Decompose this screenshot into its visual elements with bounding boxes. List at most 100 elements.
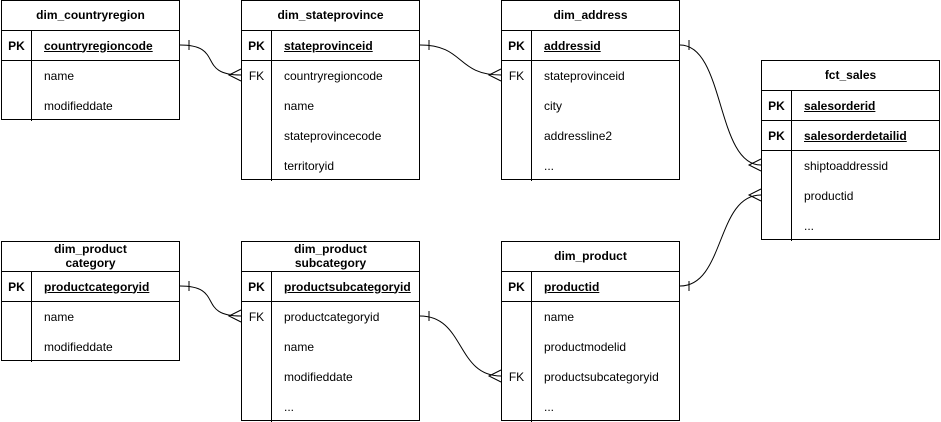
table-title: dim_countryregion (2, 1, 179, 31)
key-label (762, 211, 792, 241)
field-name: productid (544, 279, 600, 294)
table-row: ... (242, 392, 419, 422)
field-name: productid (804, 189, 854, 203)
key-label: PK (762, 91, 792, 120)
field-name: territoryid (284, 159, 335, 173)
table-row: PK productcategoryid (2, 272, 179, 302)
table-row: PK stateprovinceid (242, 31, 419, 61)
field-name: ... (284, 400, 295, 414)
key-label (502, 332, 532, 362)
key-label: PK (2, 272, 32, 301)
table-row: territoryid (242, 151, 419, 181)
field-name: productmodelid (544, 340, 627, 354)
entity-fct-sales[interactable]: fct_sales PK salesorderid PK salesorderd… (761, 60, 940, 241)
table-row: ... (502, 392, 679, 422)
table-row: FK productcategoryid (242, 302, 419, 332)
table-row: addressline2 (502, 121, 679, 151)
field-name: shiptoaddressid (804, 159, 889, 173)
table-row: modifieddate (2, 91, 179, 121)
table-row: PK productsubcategoryid (242, 272, 419, 302)
field-name: productsubcategoryid (284, 279, 411, 294)
table-row: city (502, 91, 679, 121)
key-label (502, 302, 532, 332)
table-row: FK stateprovinceid (502, 61, 679, 91)
entity-dim-address[interactable]: dim_address PK addressid FK stateprovinc… (501, 0, 680, 181)
field-name: addressid (544, 38, 601, 53)
table-row: PK salesorderdetailid (762, 121, 939, 151)
key-label (2, 302, 32, 332)
field-name: salesorderdetailid (804, 128, 907, 143)
key-label: PK (2, 31, 32, 60)
field-name: modifieddate (44, 99, 113, 113)
key-label (2, 61, 32, 91)
key-label: PK (502, 31, 532, 60)
field-name: name (44, 310, 75, 324)
entity-dim-stateprovince[interactable]: dim_stateprovince PK stateprovinceid FK … (241, 0, 420, 181)
key-label: FK (502, 61, 532, 91)
table-row: name (2, 302, 179, 332)
key-label: PK (762, 121, 792, 150)
key-label (242, 332, 272, 362)
table-row: ... (762, 211, 939, 241)
field-name: ... (804, 219, 815, 233)
field-name: name (284, 99, 315, 113)
field-name: productcategoryid (44, 279, 150, 294)
table-title: dim_product category (2, 242, 179, 272)
field-name: countryregioncode (284, 69, 383, 83)
key-label (2, 332, 32, 362)
field-name: countryregioncode (44, 38, 153, 53)
entity-dim-product[interactable]: dim_product PK productid name productmod… (501, 241, 680, 422)
table-row: PK salesorderid (762, 91, 939, 121)
entity-dim-product-category[interactable]: dim_product category PK productcategoryi… (1, 241, 180, 362)
table-title: dim_stateprovince (242, 1, 419, 31)
key-label: PK (242, 272, 272, 301)
key-label (242, 91, 272, 121)
field-name: productsubcategoryid (544, 370, 659, 384)
key-label: PK (242, 31, 272, 60)
table-row: PK countryregioncode (2, 31, 179, 61)
field-name: modifieddate (44, 340, 113, 354)
key-label (242, 392, 272, 422)
table-row: FK countryregioncode (242, 61, 419, 91)
table-row: PK addressid (502, 31, 679, 61)
key-label (2, 91, 32, 121)
field-name: ... (544, 400, 555, 414)
field-name: stateprovinceid (284, 38, 373, 53)
key-label (242, 151, 272, 181)
key-label (762, 181, 792, 211)
key-label: FK (242, 302, 272, 332)
table-row: productmodelid (502, 332, 679, 362)
table-row: productid (762, 181, 939, 211)
key-label (502, 121, 532, 151)
key-label: FK (242, 61, 272, 91)
key-label: PK (502, 272, 532, 301)
field-name: stateprovinceid (544, 69, 625, 83)
table-row: stateprovincecode (242, 121, 419, 151)
table-row: modifieddate (242, 362, 419, 392)
field-name: productcategoryid (284, 310, 380, 324)
field-name: salesorderid (804, 98, 876, 113)
field-name: city (544, 99, 562, 113)
table-title: dim_address (502, 1, 679, 31)
field-name: addressline2 (544, 129, 613, 143)
table-row: shiptoaddressid (762, 151, 939, 181)
key-label (242, 121, 272, 151)
field-name: stateprovincecode (284, 129, 382, 143)
table-title: fct_sales (762, 61, 939, 91)
table-title: dim_product subcategory (242, 242, 419, 272)
field-name: name (544, 310, 575, 324)
entity-dim-product-subcategory[interactable]: dim_product subcategory PK productsubcat… (241, 241, 420, 422)
key-label (502, 392, 532, 422)
entity-dim-countryregion[interactable]: dim_countryregion PK countryregioncode n… (1, 0, 180, 121)
key-label: FK (502, 362, 532, 392)
key-label (502, 91, 532, 121)
field-name: modifieddate (284, 370, 353, 384)
table-row: name (242, 332, 419, 362)
key-label (502, 151, 532, 181)
field-name: name (284, 340, 315, 354)
field-name: ... (544, 159, 555, 173)
table-row: name (242, 91, 419, 121)
key-label (762, 151, 792, 181)
